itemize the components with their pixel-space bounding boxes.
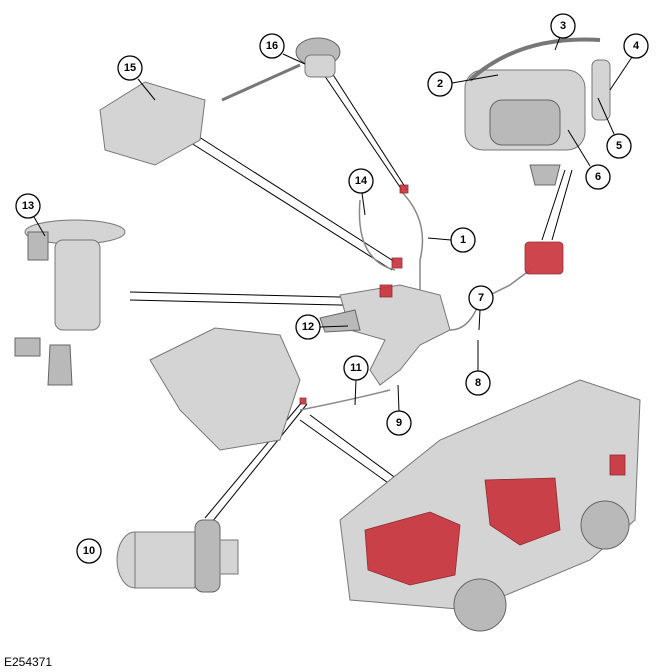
fuel-pressure-sensor — [116, 519, 239, 593]
callout-11: 11 — [343, 355, 369, 381]
svg-text:4: 4 — [633, 40, 640, 52]
fuel-pump-control-module — [99, 81, 206, 166]
callouts: 1 2 3 4 5 6 7 8 9 10 11 12 13 14 15 16 — [15, 13, 649, 564]
callout-16: 16 — [259, 33, 285, 59]
svg-text:11: 11 — [350, 362, 362, 374]
callout-4: 4 — [623, 33, 649, 59]
callout-9: 9 — [386, 410, 412, 436]
svg-text:14: 14 — [355, 175, 368, 187]
callout-6: 6 — [585, 164, 611, 190]
fuel-pump-sender-unit — [14, 219, 126, 386]
callout-1: 1 — [450, 227, 476, 253]
figure-code: E254371 — [4, 655, 53, 669]
svg-text:10: 10 — [83, 545, 95, 557]
svg-text:2: 2 — [437, 78, 443, 90]
engine — [149, 327, 301, 451]
fuel-tank — [299, 184, 564, 411]
callout-8: 8 — [465, 370, 491, 396]
svg-text:15: 15 — [124, 62, 136, 74]
callout-5: 5 — [606, 133, 632, 159]
callout-2: 2 — [427, 71, 453, 97]
callout-10: 10 — [76, 538, 102, 564]
svg-text:7: 7 — [478, 292, 484, 304]
svg-text:1: 1 — [460, 234, 466, 246]
fuel-filler-cap — [221, 37, 341, 102]
svg-text:13: 13 — [22, 200, 34, 212]
projection-lines — [129, 69, 573, 523]
svg-text:8: 8 — [475, 377, 481, 389]
callout-15: 15 — [117, 55, 143, 81]
svg-text:16: 16 — [266, 40, 278, 52]
vehicle — [339, 379, 641, 632]
svg-text:5: 5 — [616, 140, 622, 152]
callout-12: 12 — [295, 314, 321, 340]
svg-text:12: 12 — [302, 321, 314, 333]
callout-14: 14 — [348, 168, 374, 194]
svg-text:9: 9 — [396, 417, 402, 429]
svg-text:3: 3 — [560, 20, 566, 32]
callout-13: 13 — [15, 193, 41, 219]
callout-3: 3 — [550, 13, 576, 39]
svg-text:6: 6 — [595, 171, 601, 183]
evaporative-emission-canister — [464, 37, 611, 186]
callout-7: 7 — [468, 285, 494, 311]
